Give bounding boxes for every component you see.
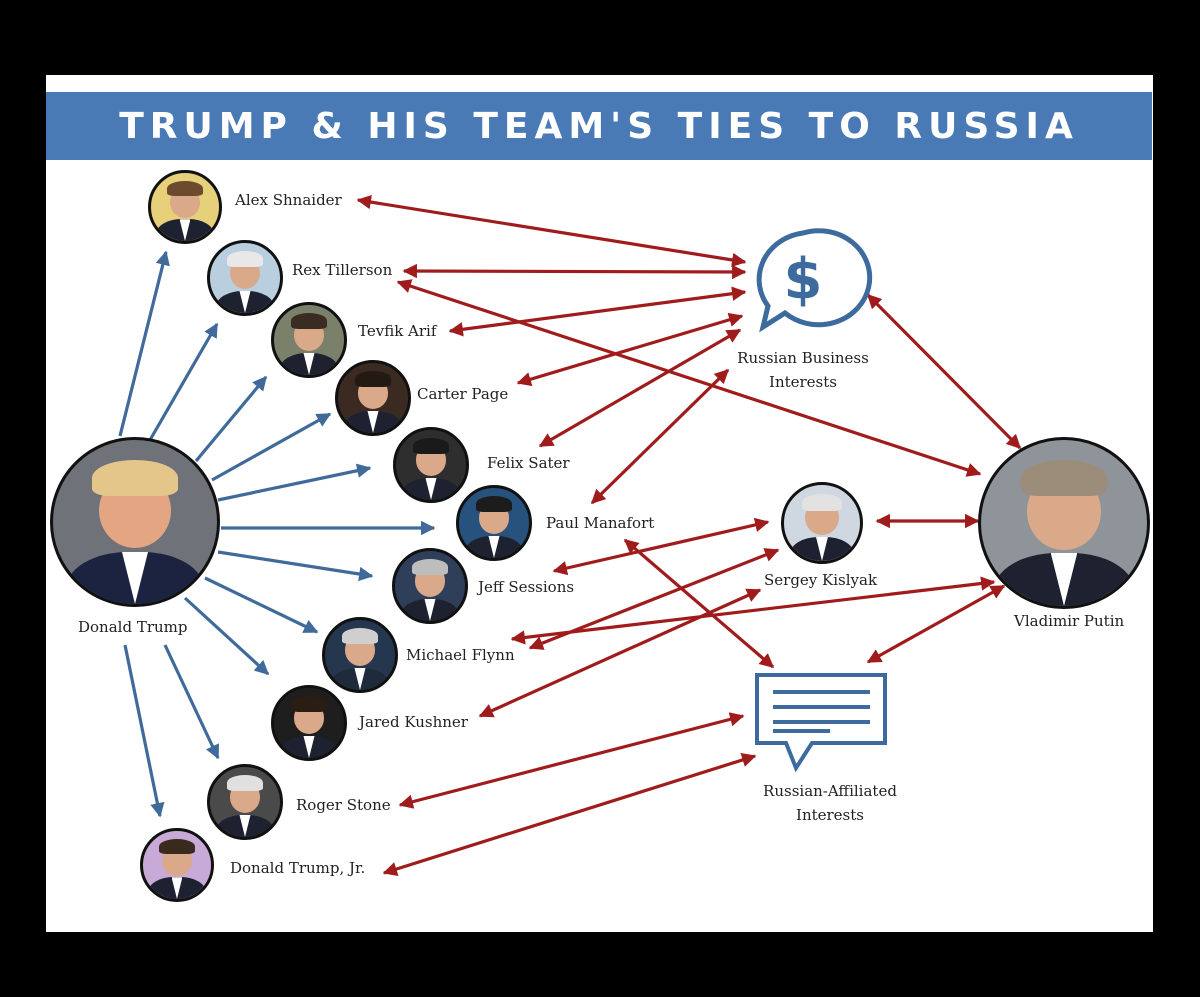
label-russian-affiliated: Russian-Affiliated Interests bbox=[750, 779, 910, 827]
sergey-kislyak-portrait bbox=[781, 482, 863, 564]
edge-trump-michael-flynn bbox=[205, 578, 317, 632]
label-vladimir-putin: Vladimir Putin bbox=[1014, 612, 1124, 630]
dollar-speech-bubble-icon: $ bbox=[759, 231, 870, 327]
label-alex-shnaider: Alex Shnaider bbox=[235, 191, 342, 209]
jared-kushner-portrait bbox=[271, 685, 347, 761]
donald-trump-jr-portrait bbox=[140, 828, 214, 902]
label-russian-affiliated-line1: Russian-Affiliated bbox=[750, 779, 910, 803]
michael-flynn-portrait bbox=[322, 617, 398, 693]
edge-trump-roger-stone bbox=[165, 645, 218, 758]
edge-trump-jeff-sessions bbox=[218, 552, 372, 576]
tevfik-arif-portrait bbox=[271, 302, 347, 378]
felix-sater-portrait bbox=[393, 427, 469, 503]
carter-page-portrait bbox=[335, 360, 411, 436]
edge-trump-rex-tillerson bbox=[150, 324, 217, 440]
label-donald-trump: Donald Trump bbox=[78, 618, 188, 636]
paul-manafort-portrait bbox=[456, 485, 532, 561]
label-tevfik-arif: Tevfik Arif bbox=[358, 322, 436, 340]
label-carter-page: Carter Page bbox=[417, 385, 508, 403]
edge-tillerson-business bbox=[404, 271, 745, 272]
donald-trump-portrait bbox=[50, 437, 220, 607]
rex-tillerson-portrait bbox=[207, 240, 283, 316]
label-russian-business: Russian Business Interests bbox=[728, 346, 878, 394]
label-paul-manafort: Paul Manafort bbox=[546, 514, 654, 532]
edge-trump-carter-page bbox=[212, 414, 330, 480]
label-russian-business-line2: Interests bbox=[728, 370, 878, 394]
svg-text:$: $ bbox=[784, 247, 823, 312]
edge-trump-felix-sater bbox=[218, 468, 370, 500]
roger-stone-portrait bbox=[207, 764, 283, 840]
document-speech-bubble-icon bbox=[757, 675, 885, 768]
russia-links bbox=[358, 200, 1020, 873]
edge-arif-business bbox=[450, 292, 745, 331]
edge-putin-business bbox=[868, 295, 1020, 448]
edge-trump-alex-shnaider bbox=[120, 252, 166, 436]
label-jeff-sessions: Jeff Sessions bbox=[478, 578, 574, 596]
edge-tillerson-putin bbox=[398, 282, 980, 474]
edge-trumpjr-affiliated bbox=[384, 756, 755, 873]
edge-shnaider-business bbox=[358, 200, 745, 262]
label-sergey-kislyak: Sergey Kislyak bbox=[764, 571, 877, 589]
label-jared-kushner: Jared Kushner bbox=[359, 713, 468, 731]
label-michael-flynn: Michael Flynn bbox=[406, 646, 515, 664]
alex-shnaider-portrait bbox=[148, 170, 222, 244]
label-russian-affiliated-line2: Interests bbox=[750, 803, 910, 827]
edge-trump-donald-trump-jr bbox=[125, 645, 160, 816]
edge-trump-tevfik-arif bbox=[196, 377, 266, 461]
label-felix-sater: Felix Sater bbox=[487, 454, 570, 472]
label-russian-business-line1: Russian Business bbox=[728, 346, 878, 370]
label-rex-tillerson: Rex Tillerson bbox=[292, 261, 392, 279]
edge-kushner-kislyak bbox=[480, 590, 760, 716]
label-roger-stone: Roger Stone bbox=[296, 796, 391, 814]
label-donald-trump-jr: Donald Trump, Jr. bbox=[230, 859, 365, 877]
edge-manafort-business bbox=[592, 370, 728, 503]
edge-trump-jared-kushner bbox=[185, 598, 268, 674]
edge-putin-affiliated bbox=[868, 586, 1004, 662]
jeff-sessions-portrait bbox=[392, 548, 468, 624]
vladimir-putin-portrait bbox=[978, 437, 1150, 609]
